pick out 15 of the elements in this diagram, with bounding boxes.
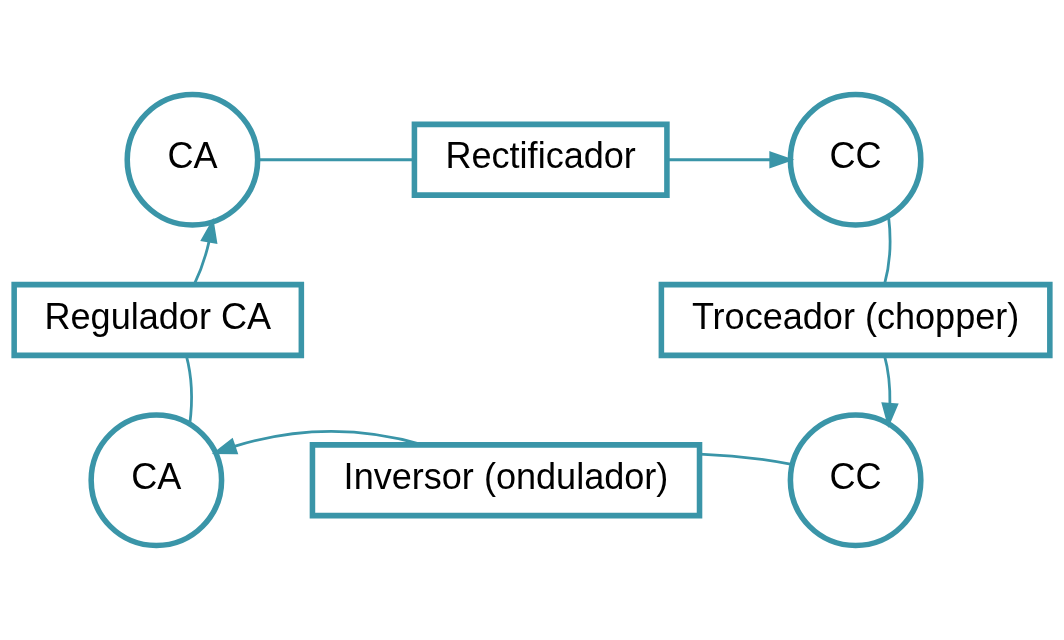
- node-box: Troceador (chopper): [658, 281, 1053, 359]
- connector: [257, 158, 415, 162]
- node-box: Regulador CA: [11, 281, 305, 359]
- connector: [699, 452, 792, 466]
- node-circle: CC: [787, 412, 924, 549]
- arrow: [193, 217, 218, 285]
- connector: [883, 216, 892, 285]
- node-circle: CC: [787, 91, 924, 228]
- arrow: [667, 151, 795, 169]
- node-circle: CA: [124, 91, 261, 228]
- arrow: [881, 355, 899, 428]
- connector: [185, 355, 193, 424]
- node-circle: CA: [88, 412, 225, 549]
- node-box: Rectificador: [411, 121, 670, 198]
- node-box: Inversor (ondulador): [309, 442, 703, 519]
